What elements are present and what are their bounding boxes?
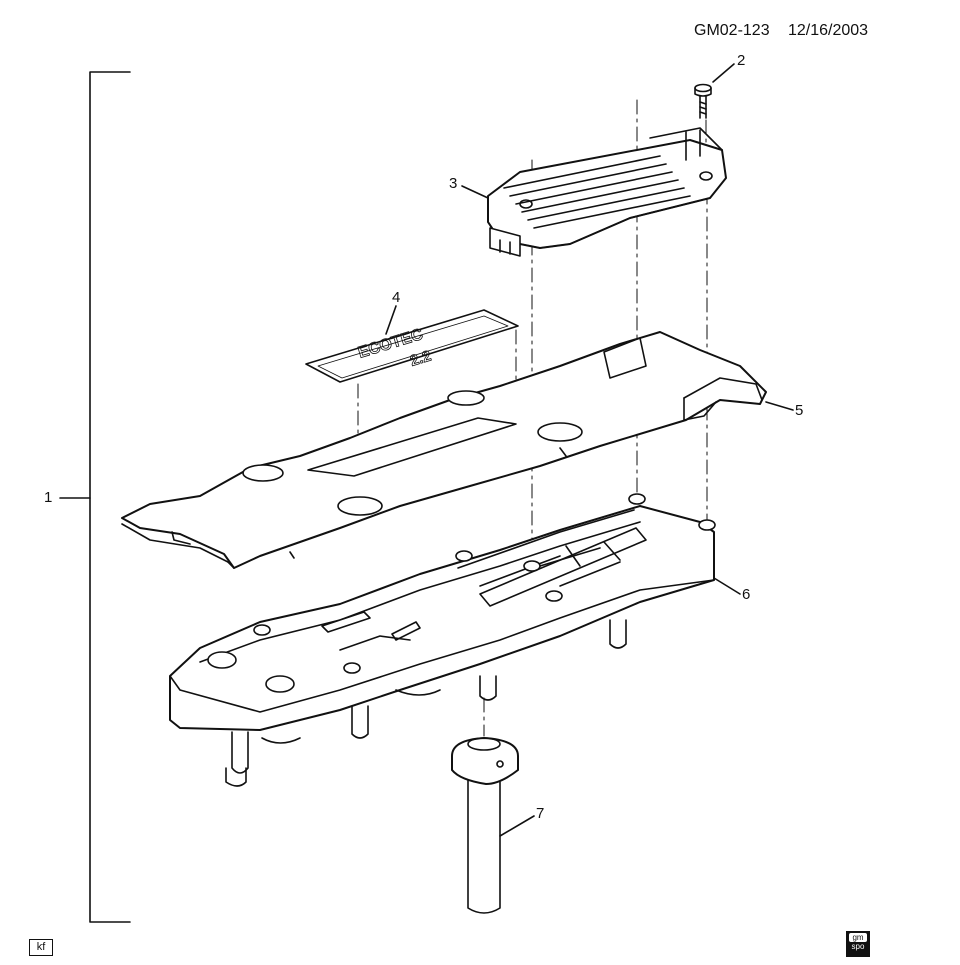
callout-5: 5 [795,402,804,419]
bolt-part [695,85,711,119]
logo-top-text: gm [849,933,867,942]
logo-bottom-text: spo [851,942,865,951]
label-plate-part [306,310,518,382]
callout-7: 7 [536,805,545,822]
callout-1: 1 [44,489,53,506]
leader-line-4 [386,306,396,334]
callout-2: 2 [737,52,746,69]
assembly-bracket [60,72,130,922]
callout-3: 3 [449,175,458,192]
top-cover-part [122,332,766,568]
coil-housing-part [170,494,715,786]
control-module-part [488,128,726,256]
author-initials-box: kf [29,939,53,956]
callout-6: 6 [742,586,751,603]
gm-spo-logo: gm spo [846,931,870,957]
leader-line-7 [500,816,534,836]
callout-4: 4 [392,289,401,306]
diagram-ref-id: GM02-123 [694,22,770,39]
leader-line-6 [714,578,740,594]
leader-line-5 [766,402,793,410]
leader-line-2 [713,64,734,82]
diagram-date: 12/16/2003 [788,22,869,39]
leader-line-3 [462,186,488,198]
label-plate-line2: 2.2 [408,347,433,369]
spark-boot-part [452,738,518,913]
